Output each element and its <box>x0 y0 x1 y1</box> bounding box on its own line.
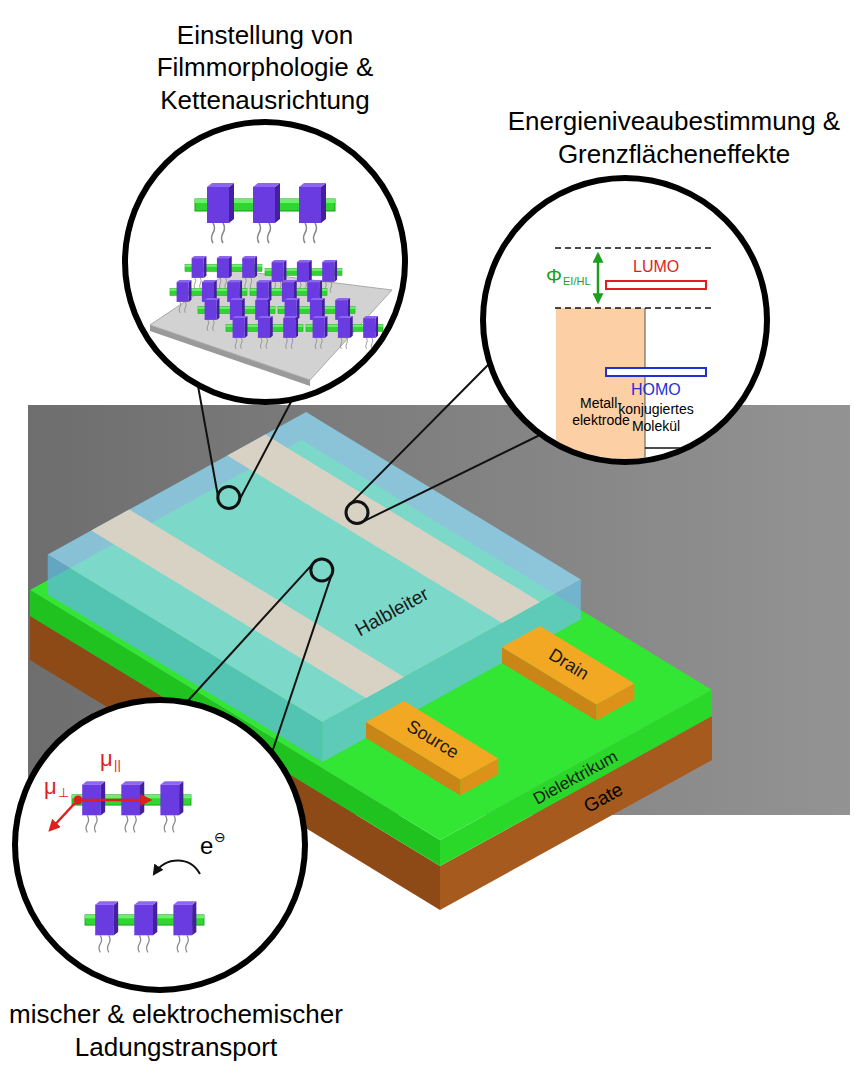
energy-level-label: HOMO <box>631 380 681 399</box>
molecule-label: konjugiertes Molekül <box>608 401 704 435</box>
inset-circle: Einstellung von Filmmorphologie & Ketten… <box>125 122 405 402</box>
homo-level <box>606 368 706 376</box>
lumo-level <box>606 281 706 289</box>
mobility-arrow <box>82 799 150 802</box>
inset-caption: mischer & elektrochemischer Ladungstrans… <box>4 998 349 1063</box>
polymer-chain <box>226 316 303 349</box>
polymer-chain <box>195 183 335 243</box>
source-electrode <box>366 701 498 780</box>
inset-circle: mischer & elektrochemischer Ladungstrans… <box>15 700 305 990</box>
hopping-arrow <box>154 861 200 875</box>
energy-reference <box>555 248 712 308</box>
electrode-strip <box>91 510 404 699</box>
charge-symbol: e <box>200 832 213 861</box>
drain-electrode <box>502 626 634 705</box>
inset-ground <box>15 700 305 990</box>
inset-outline <box>125 122 405 402</box>
morphology-inset <box>150 183 392 386</box>
charge-sign: ⊖ <box>214 829 226 846</box>
mobility-symbol: μ <box>44 774 57 800</box>
zoom-target <box>311 559 333 581</box>
polymer-chain <box>306 316 383 349</box>
inset-outline <box>125 122 405 402</box>
transport-inset <box>50 781 204 952</box>
mobility-subscript: || <box>114 757 121 773</box>
inset-caption: Einstellung von Filmmorphologie & Ketten… <box>100 19 430 117</box>
energy-level-label: LUMO <box>633 257 679 276</box>
barrier-arrow <box>597 254 600 302</box>
electrode-strip <box>227 435 540 624</box>
energy-symbol: Φ <box>546 264 562 288</box>
polymer-chain <box>85 901 204 952</box>
mobility-subscript: ⊥ <box>58 785 69 801</box>
polymer-chain <box>72 781 191 832</box>
energy-subscript: EI/HL <box>563 275 591 288</box>
mobility-arrow <box>50 803 75 830</box>
inset-outline <box>15 700 305 990</box>
substrate-plane <box>150 270 392 380</box>
charge-dot <box>74 796 83 805</box>
semiconductor-top <box>48 412 581 722</box>
inset-ground <box>125 122 405 402</box>
inset-outline <box>15 700 305 990</box>
polymer-chain <box>185 256 262 289</box>
inset-outline <box>483 178 767 462</box>
zoom-target <box>218 487 240 509</box>
inset-caption: Energieniveaubestimmung & Grenzflächenef… <box>500 105 848 170</box>
polymer-chain <box>265 260 342 293</box>
mobility-symbol: μ <box>100 746 113 772</box>
